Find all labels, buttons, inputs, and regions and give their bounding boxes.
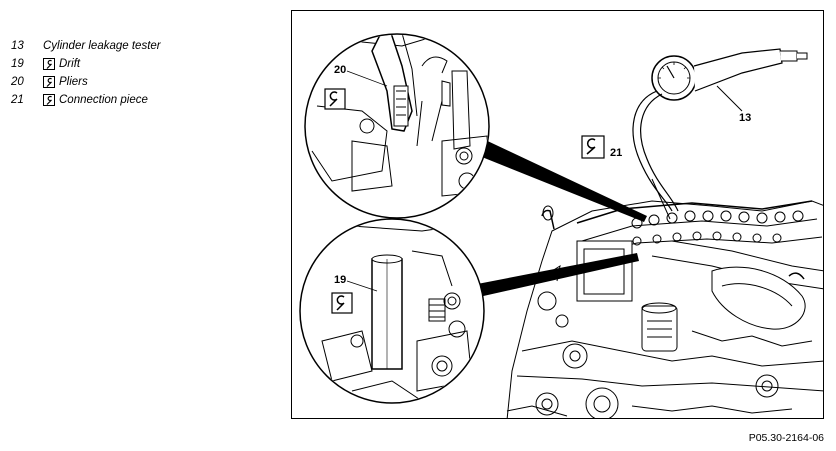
special-tool-icon [43,94,55,106]
legend-number: 13 [11,40,24,52]
legend-number: 20 [11,76,24,88]
detail-circle-drift: 19 [299,218,485,404]
engine-drawing: 20 19 [299,33,823,418]
callout-13: 13 [739,112,751,124]
special-tool-icon [43,76,55,88]
callout-21: 21 [610,147,622,159]
legend-label: Cylinder leakage tester [43,40,161,52]
legend-item: 21 Connection piece [11,91,161,109]
legend-number: 21 [11,94,24,106]
figure-id: P05.30-2164-06 [748,432,824,444]
legend: 13 Cylinder leakage tester 19 Drift 20 P… [11,37,161,109]
special-tool-icon [324,88,346,110]
callout-19: 19 [334,274,346,286]
legend-label: Drift [59,58,81,70]
callout-20: 20 [334,64,346,76]
engine-illustration: 20 19 [291,10,824,419]
legend-item: 20 Pliers [11,73,161,91]
legend-item: 19 Drift [11,55,161,73]
legend-item: 13 Cylinder leakage tester [11,37,161,55]
special-tool-icon [331,292,353,314]
cylinder-head-valves [631,210,804,246]
legend-number: 19 [11,58,24,70]
detail-circle-pliers: 20 [304,33,490,219]
legend-label: Connection piece [59,94,148,106]
cylinder-leakage-tester [632,48,808,212]
legend-label: Pliers [59,76,88,88]
special-tool-icon [43,58,55,70]
